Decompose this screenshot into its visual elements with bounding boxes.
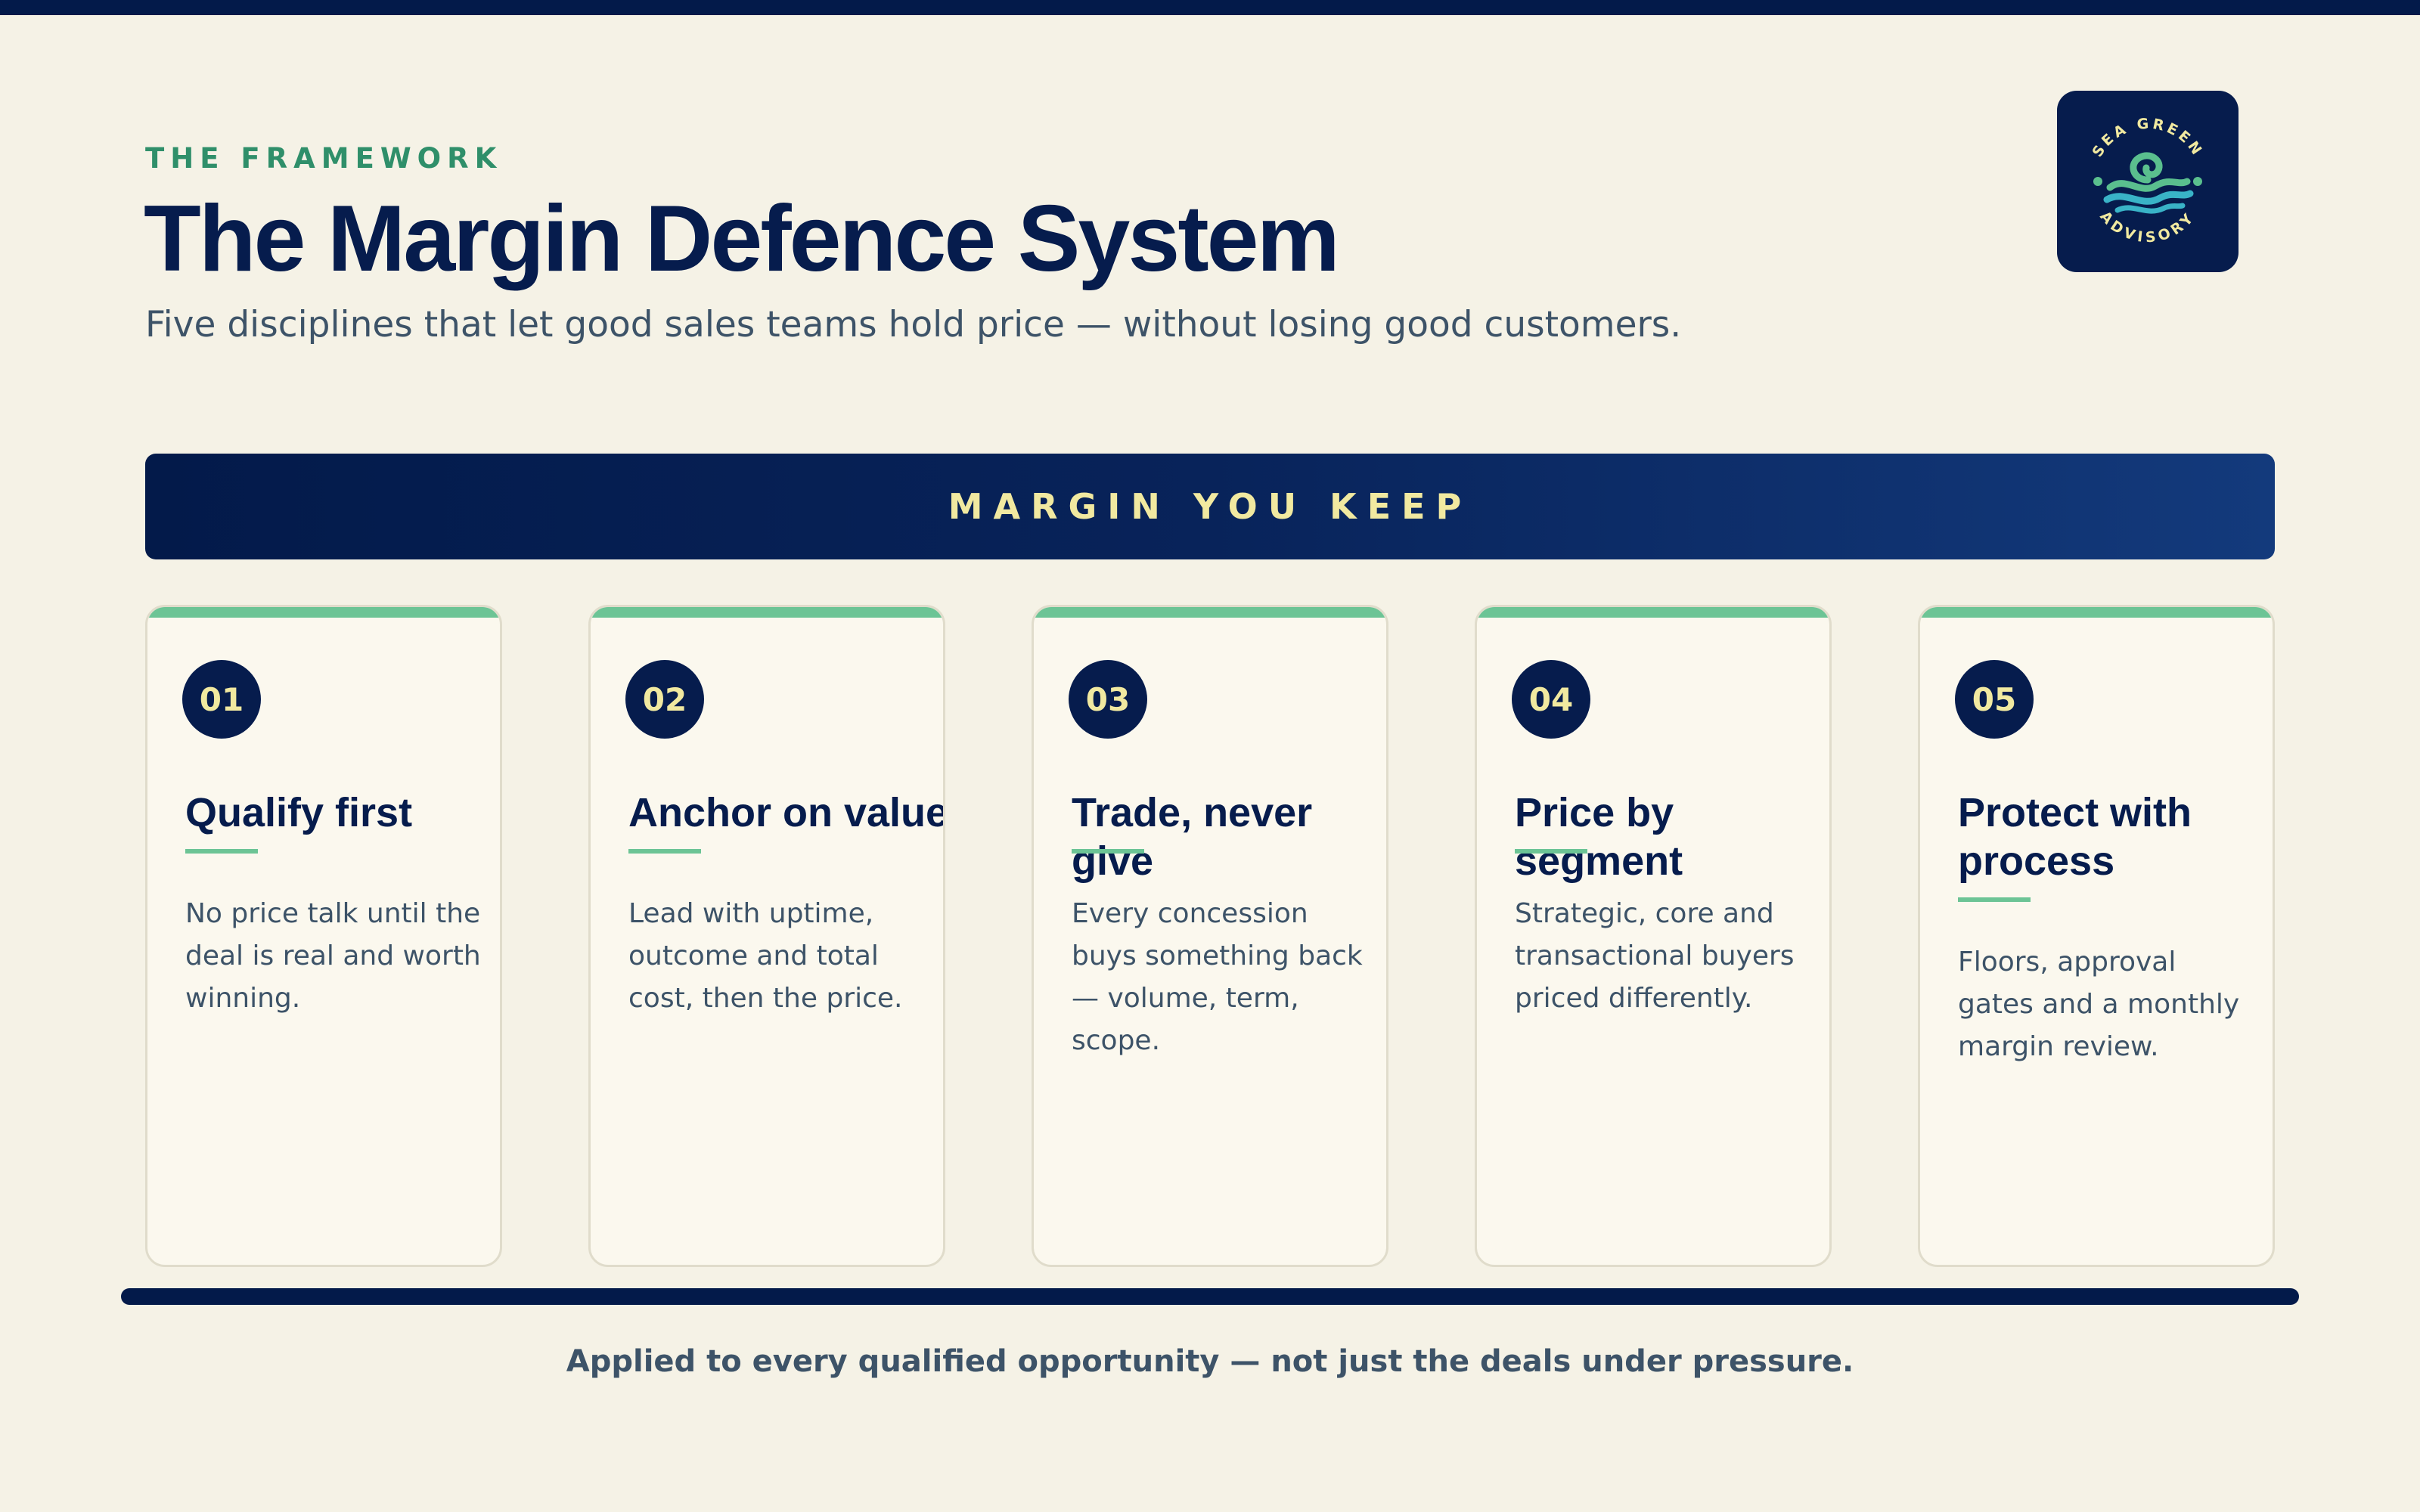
title-underline [628, 849, 701, 854]
card-accent-bar [1034, 607, 1386, 618]
eyebrow-label: THE FRAMEWORK [145, 142, 503, 175]
pillar-title: Price by segment [1515, 790, 1683, 884]
svg-text:ADVISORY: ADVISORY [2096, 208, 2198, 246]
pillar-number-badge: 02 [625, 660, 704, 739]
title-underline [1515, 849, 1587, 854]
pillar-number-badge: 01 [182, 660, 261, 739]
card-accent-bar [591, 607, 943, 618]
logo: SEA GREEN ADVISORY [2057, 91, 2238, 272]
pillar-card: 02 Anchor on value Lead with uptime, out… [588, 605, 945, 1267]
pillar-description: Floors, approval gates and a monthly mar… [1958, 947, 2240, 1062]
title-underline [1072, 849, 1144, 854]
pillar-title: Anchor on value [628, 790, 945, 835]
pillar-description: Strategic, core and transactional buyers… [1515, 898, 1795, 1014]
pillar-number-badge: 04 [1512, 660, 1590, 739]
pillar-title: Protect with process [1958, 790, 2192, 884]
pillar-number-badge: 05 [1955, 660, 2034, 739]
pillar-card: 01 Qualify first No price talk until the… [145, 605, 502, 1267]
card-accent-bar [147, 607, 500, 618]
title-underline [185, 849, 258, 854]
pillar-description: Lead with uptime, outcome and total cost… [628, 898, 903, 1014]
pillar-card: 03 Trade, never give Every concession bu… [1032, 605, 1388, 1267]
page-title: The Margin Defence System [144, 187, 1340, 291]
logo-text-bottom: ADVISORY [2096, 208, 2195, 246]
pillar-title: Qualify first [185, 790, 413, 835]
bottom-rule [121, 1288, 2299, 1305]
title-underline [1958, 897, 2031, 902]
card-accent-bar [1477, 607, 1829, 618]
pillar-number-badge: 03 [1069, 660, 1147, 739]
pillar-cards: 01 Qualify first No price talk until the… [145, 605, 2275, 1267]
pillar-title: Trade, never give [1072, 790, 1313, 884]
card-accent-bar [1920, 607, 2273, 618]
pillar-card: 04 Price by segment Strategic, core and … [1475, 605, 1832, 1267]
wave-spiral-logo-icon: SEA GREEN ADVISORY [2089, 116, 2203, 246]
top-accent-bar [0, 0, 2420, 15]
pillar-description: Every concession buys something back — v… [1072, 898, 1363, 1056]
band-label: MARGIN YOU KEEP [948, 486, 1472, 527]
pillar-description: No price talk until the deal is real and… [185, 898, 481, 1014]
pillar-card: 05 Protect with process Floors, approval… [1918, 605, 2275, 1267]
footer-note: Applied to every qualified opportunity —… [566, 1344, 1854, 1379]
margin-band: MARGIN YOU KEEP [145, 454, 2275, 559]
page-subtitle: Five disciplines that let good sales tea… [145, 304, 1682, 345]
